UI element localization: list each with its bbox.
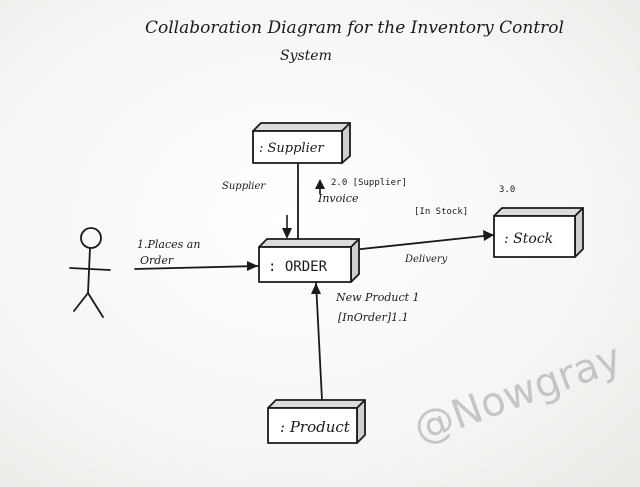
product-object-label: : Product — [280, 418, 351, 436]
order-object — [258, 238, 360, 283]
arrow-up-supplier-msg — [315, 179, 325, 189]
supplier-object-label: : Supplier — [259, 141, 324, 156]
diagram-title-line2: System — [280, 48, 332, 64]
links — [134, 161, 494, 401]
actor-head — [80, 227, 102, 249]
msg-place-order-line2: Order — [140, 254, 174, 267]
msg-place-order-line1: 1.Places an — [137, 238, 200, 251]
msg-delivery: Delivery — [404, 254, 448, 265]
arrow-to-stock — [483, 230, 494, 241]
product-object — [267, 399, 366, 444]
actor-body — [87, 247, 91, 294]
stock-object-label: : Stock — [504, 231, 553, 247]
stock-object — [493, 207, 584, 258]
msg-in-stock-guard: [In Stock] — [414, 207, 468, 217]
actor-arms — [69, 267, 111, 271]
msg-invoice: Invoice — [317, 192, 359, 205]
arrow-down-supplier — [282, 228, 292, 239]
link-order-stock — [351, 234, 494, 251]
msg-new-product: New Product 1 — [335, 291, 420, 304]
msg-supplier-label: Supplier — [222, 181, 266, 192]
msg-in-order: [InOrder]1.1 — [338, 311, 409, 324]
link-product-order — [315, 281, 323, 401]
actor-right-leg — [87, 292, 104, 318]
watermark-text: @Nowgray — [408, 335, 628, 452]
link-actor-order — [134, 265, 259, 270]
arrow-to-order-left — [247, 261, 258, 271]
msg-supplier-seq: 2.0 [Supplier] — [331, 178, 407, 188]
arrowheads — [247, 179, 494, 294]
actor-figure — [69, 227, 111, 318]
actor-left-leg — [73, 292, 89, 312]
order-object-label: : ORDER — [268, 259, 328, 275]
supplier-object — [252, 122, 351, 164]
diagram-title-line1: Collaboration Diagram for the Inventory … — [145, 18, 564, 38]
msg-stock-seq: 3.0 — [499, 185, 515, 195]
arrow-up-from-product — [311, 283, 321, 294]
